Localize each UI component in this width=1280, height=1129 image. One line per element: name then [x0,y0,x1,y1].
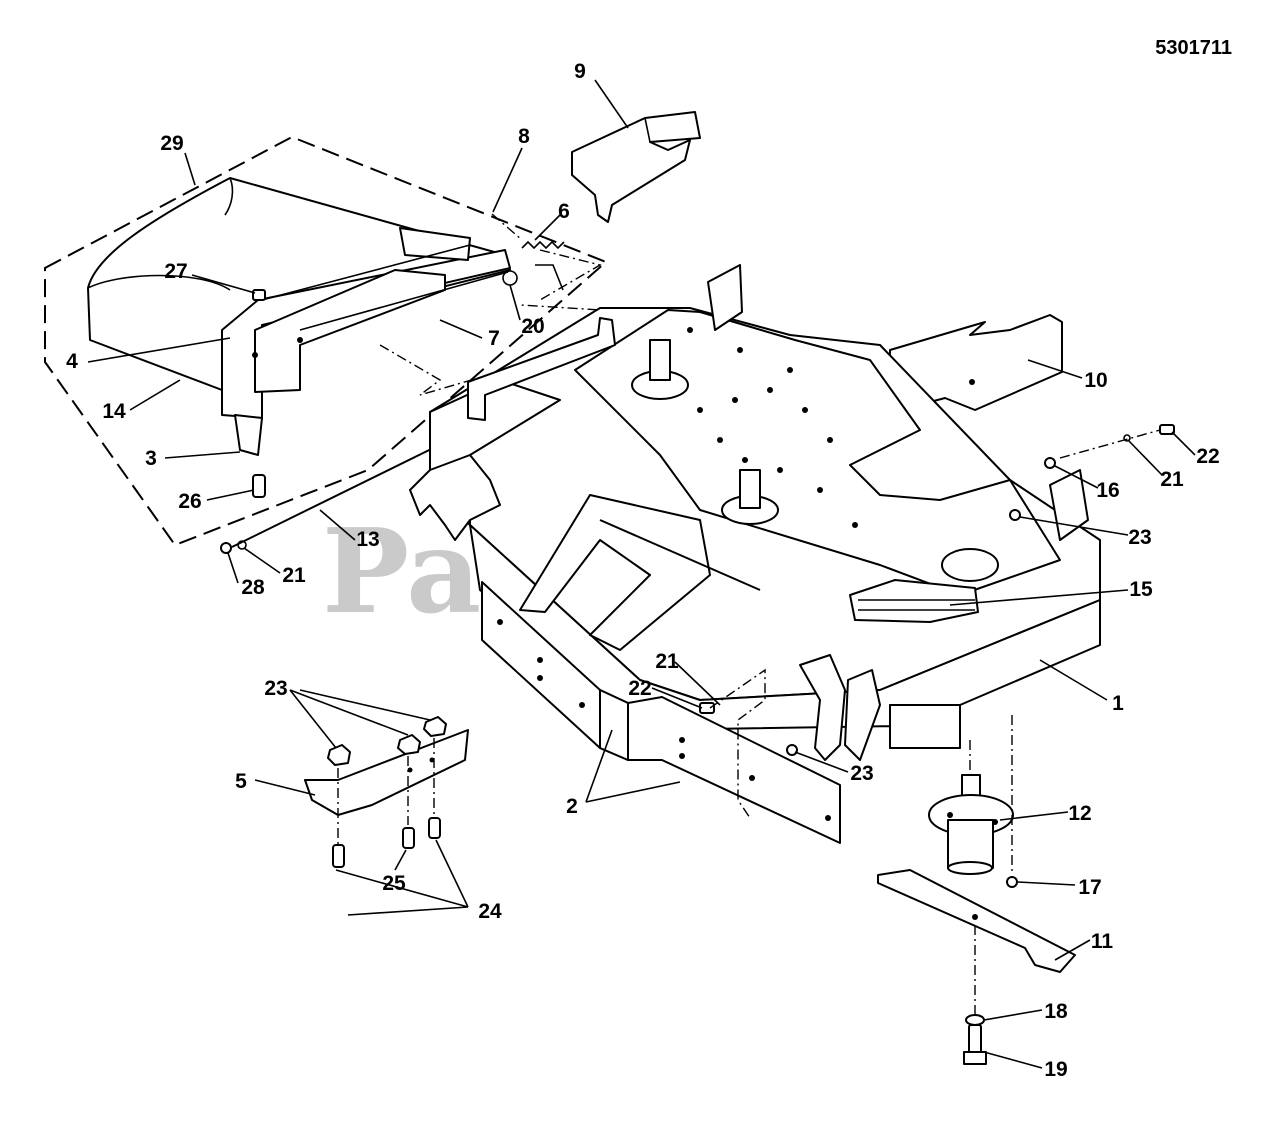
callout-22-front: 22 [628,677,651,700]
mower-blade-part [877,869,1076,973]
belt-cover-left-part [571,111,701,223]
callout-14: 14 [102,400,126,423]
callout-labels: 29 9 8 6 27 4 7 20 14 3 26 13 28 21 10 2… [66,60,1220,1081]
callout-20: 20 [521,315,544,338]
rod-nut-part [220,542,232,554]
callout-24: 24 [478,900,502,923]
nut-deck-right-part [1009,509,1021,521]
spindle-bolt-part [1006,876,1018,888]
bolt-right-part [1159,424,1175,435]
rod-washer-part [237,540,247,550]
callout-19: 19 [1044,1058,1067,1081]
callout-22-right: 22 [1196,445,1219,468]
callout-18: 18 [1044,1000,1068,1023]
clip-part [1044,457,1056,469]
callout-26: 26 [178,490,201,513]
retaining-ring-part [502,270,518,286]
callout-28: 28 [241,576,265,599]
callout-3: 3 [145,447,157,470]
blade-washer-part [965,1014,985,1026]
baffle-nuts-part [327,716,447,766]
pivot-rod-part [299,271,509,331]
chute-assembly-outline [44,135,608,547]
callout-23-right: 23 [1128,526,1151,549]
callout-11: 11 [1091,930,1114,953]
front-nut-part [786,744,798,756]
chute-bracket-part [221,227,511,456]
callout-21-left: 21 [282,564,306,587]
blade-baffle-part [304,729,469,816]
callout-9: 9 [574,60,586,83]
baffle-bolt-a-part [332,844,345,868]
callout-15: 15 [1129,578,1153,601]
callout-10: 10 [1084,369,1107,392]
baffle-bolt-c-part [428,817,441,839]
callout-8: 8 [518,125,530,148]
callout-7: 7 [488,327,500,350]
chute-nut-part [252,289,266,301]
front-bolt-part [699,702,715,714]
document-number: 5301711 [1155,37,1232,59]
chute-bolt-part [252,474,266,498]
callout-23-front: 23 [850,762,873,785]
callout-16: 16 [1096,479,1119,502]
callout-17: 17 [1078,876,1101,899]
callout-21-right: 21 [1160,468,1184,491]
callout-23-baffle: 23 [264,677,287,700]
callout-29: 29 [160,132,183,155]
washer-right-part [1123,434,1131,442]
callout-4: 4 [66,350,78,373]
blade-bolt-part [963,1024,987,1065]
leader-lines [87,79,1196,1069]
callout-25: 25 [382,872,406,895]
deck-bumper-pad-part [849,579,979,623]
callout-13: 13 [356,528,379,551]
callout-12: 12 [1068,802,1091,825]
torsion-spring-part [521,240,565,291]
callout-5: 5 [235,770,247,793]
callout-27: 27 [164,260,187,283]
spindle-assembly-part [928,774,1014,875]
callout-6: 6 [558,200,570,223]
callout-1: 1 [1112,692,1124,715]
callout-21-front: 21 [655,650,679,673]
baffle-bolt-b-part [402,827,415,849]
callout-2: 2 [566,795,578,818]
